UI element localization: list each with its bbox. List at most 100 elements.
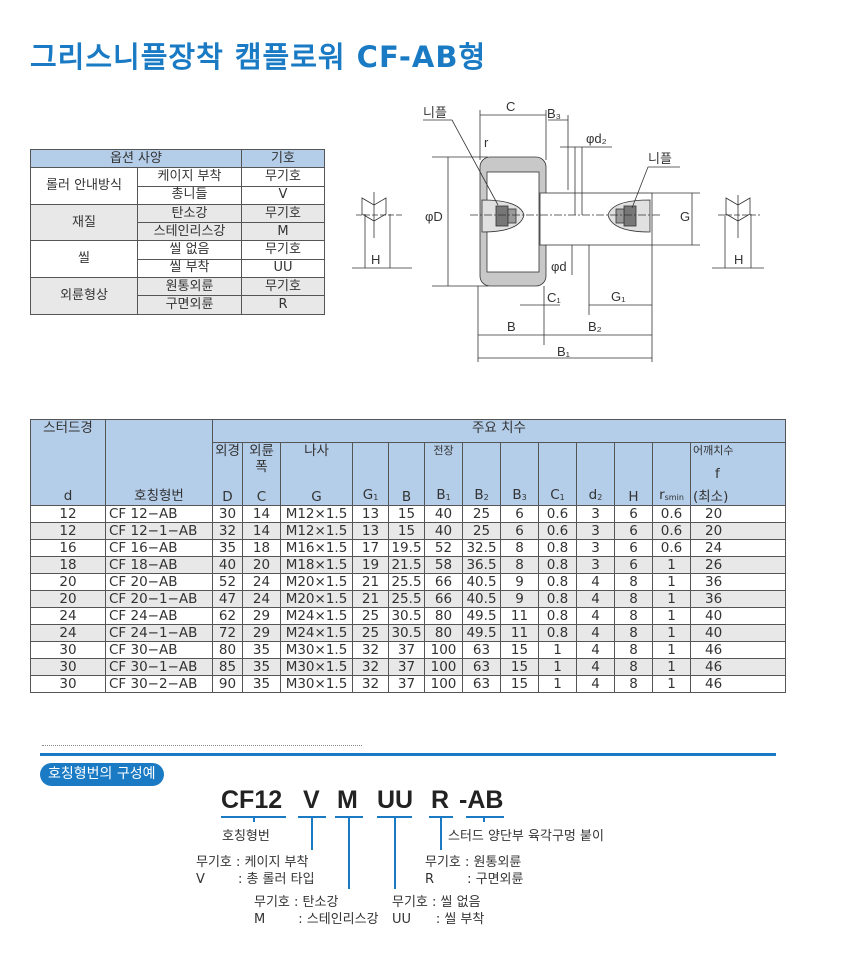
table-cell: 17: [352, 539, 389, 557]
table-cell: CF 30−AB: [105, 641, 213, 659]
dim-B2-label: B₂: [588, 319, 602, 334]
table-cell: CF 16−AB: [105, 539, 213, 557]
table-cell: 1: [652, 658, 691, 676]
table-cell: 29: [242, 607, 281, 625]
dim-H-left-label: H: [371, 252, 380, 267]
table-cell: 12: [30, 522, 106, 540]
table-cell: 32: [352, 675, 389, 693]
table-cell: 21: [352, 573, 389, 591]
col-C1: C1: [538, 442, 577, 506]
table-cell: 40: [424, 505, 463, 523]
table-cell: M24×1.5: [280, 607, 353, 625]
dim-B1-label: B₁: [557, 344, 571, 359]
table-cell: 49.5: [462, 607, 501, 625]
table-cell: 36.5: [462, 556, 501, 574]
code-part-model: CF12: [221, 786, 283, 814]
table-cell: 85: [212, 658, 243, 676]
cam-follower-diagram: 니플 C B₃ φd₂ r 니플 φD G H H φd C₁ G₁ B B₂ …: [352, 99, 764, 362]
table-cell: 35: [242, 675, 281, 693]
desc-v-1: 무기호 : 케이지 부착: [196, 855, 309, 870]
table-cell: 30: [30, 675, 106, 693]
nipple-label-right: 니플: [648, 151, 672, 166]
table-cell: CF 20−AB: [105, 573, 213, 591]
table-cell: 40: [690, 624, 786, 642]
col-H: H: [614, 442, 653, 506]
table-cell: 6: [614, 505, 653, 523]
table-cell: 80: [424, 624, 463, 642]
table-cell: 30: [212, 505, 243, 523]
option-spec: 총니들: [137, 185, 242, 205]
table-cell: 40.5: [462, 590, 501, 608]
table-cell: 30.5: [388, 624, 425, 642]
table-cell: 9: [500, 573, 539, 591]
dim-r-label: r: [484, 135, 489, 150]
option-spec: 스테인리스강: [137, 222, 242, 242]
table-cell: 72: [212, 624, 243, 642]
table-cell: 20: [30, 573, 106, 591]
table-cell: 32.5: [462, 539, 501, 557]
table-cell: 30: [30, 641, 106, 659]
col-B2: B2: [462, 442, 501, 506]
table-cell: 6: [614, 556, 653, 574]
table-cell: 8: [614, 641, 653, 659]
option-code: M: [241, 222, 325, 242]
table-cell: 24: [242, 573, 281, 591]
table-cell: 46: [690, 675, 786, 693]
code-header: 기호: [241, 148, 325, 169]
option-spec: 씰 부착: [137, 258, 242, 279]
table-cell: 0.6: [652, 522, 691, 540]
table-cell: 13: [352, 522, 389, 540]
option-group-name: 롤러 안내방식: [30, 167, 138, 205]
col-B3: B3: [500, 442, 539, 506]
table-cell: 29: [242, 624, 281, 642]
table-cell: 14: [242, 522, 281, 540]
table-cell: 15: [500, 658, 539, 676]
table-cell: 46: [690, 641, 786, 659]
table-cell: CF 12−AB: [105, 505, 213, 523]
desc-v-2: V : 총 롤러 타입: [196, 872, 315, 887]
table-cell: 1: [652, 624, 691, 642]
table-cell: 12: [30, 505, 106, 523]
table-cell: 63: [462, 658, 501, 676]
option-group-name: 외륜형상: [30, 277, 138, 315]
table-cell: CF 30−2−AB: [105, 675, 213, 693]
table-cell: 24: [690, 539, 786, 557]
table-cell: 20: [690, 522, 786, 540]
connector-v: [311, 816, 313, 850]
table-cell: 62: [212, 607, 243, 625]
option-code: 무기호: [241, 277, 325, 297]
table-cell: 4: [576, 675, 615, 693]
dim-C-label: C: [506, 99, 515, 114]
table-cell: M30×1.5: [280, 641, 353, 659]
table-cell: 0.8: [538, 624, 577, 642]
table-cell: 4: [576, 658, 615, 676]
table-cell: 36: [690, 590, 786, 608]
table-cell: M16×1.5: [280, 539, 353, 557]
desc-m-1: 무기호 : 탄소강: [254, 895, 339, 910]
table-cell: 3: [576, 556, 615, 574]
table-cell: 25: [352, 624, 389, 642]
table-cell: 24: [30, 624, 106, 642]
table-cell: 58: [424, 556, 463, 574]
desc-ab: 스터드 양단부 육각구멍 붙이: [448, 829, 604, 844]
page-title: 그리스니플장착 캠플로워 CF-AB형: [30, 40, 487, 74]
table-cell: 6: [614, 522, 653, 540]
table-cell: CF 20−1−AB: [105, 590, 213, 608]
connector-uu: [394, 816, 396, 889]
table-cell: 0.6: [538, 522, 577, 540]
table-cell: 11: [500, 624, 539, 642]
table-cell: 1: [652, 607, 691, 625]
col-d2: d2: [576, 442, 615, 506]
table-cell: 15: [388, 522, 425, 540]
table-cell: 4: [576, 641, 615, 659]
table-cell: 30: [30, 658, 106, 676]
table-cell: 20: [242, 556, 281, 574]
table-cell: 15: [500, 675, 539, 693]
table-cell: 80: [212, 641, 243, 659]
